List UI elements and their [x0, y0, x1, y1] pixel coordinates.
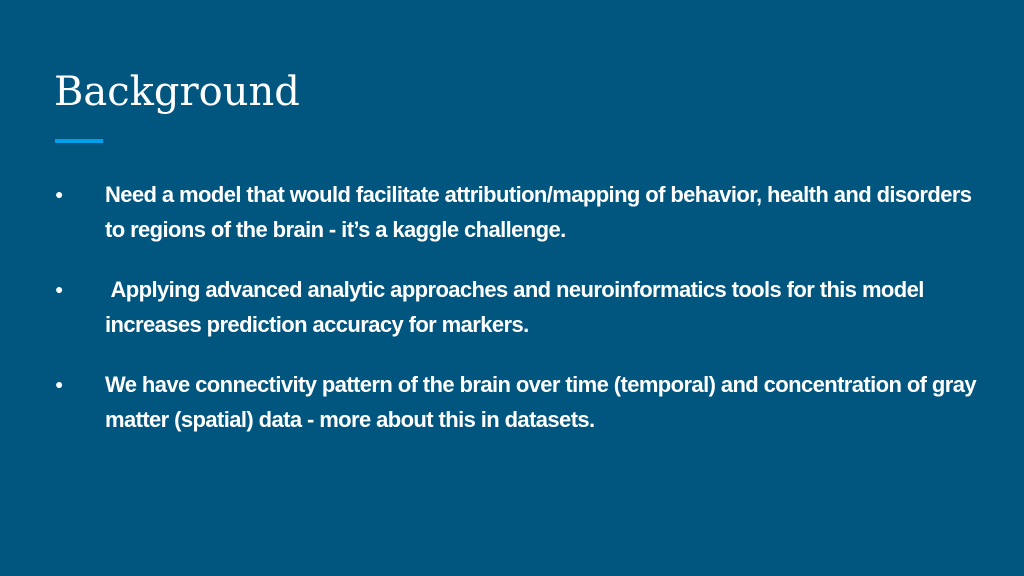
bullet-text: We have connectivity pattern of the brai…: [105, 372, 977, 432]
bullet-text: Need a model that would facilitate attri…: [105, 182, 972, 242]
bullet-text: Applying advanced analytic approaches an…: [105, 277, 930, 337]
bullet-item: ● Applying advanced analytic approaches …: [55, 272, 985, 342]
bullet-item: ● We have connectivity pattern of the br…: [55, 367, 985, 437]
slide-title: Background: [54, 69, 300, 115]
bullet-item: ● Need a model that would facilitate att…: [55, 177, 985, 247]
bullet-dot-icon: ●: [55, 186, 63, 202]
title-accent-rule: [55, 139, 103, 143]
bullet-list: ● Need a model that would facilitate att…: [55, 177, 985, 462]
bullet-dot-icon: ●: [55, 281, 63, 297]
bullet-dot-icon: ●: [55, 376, 63, 392]
